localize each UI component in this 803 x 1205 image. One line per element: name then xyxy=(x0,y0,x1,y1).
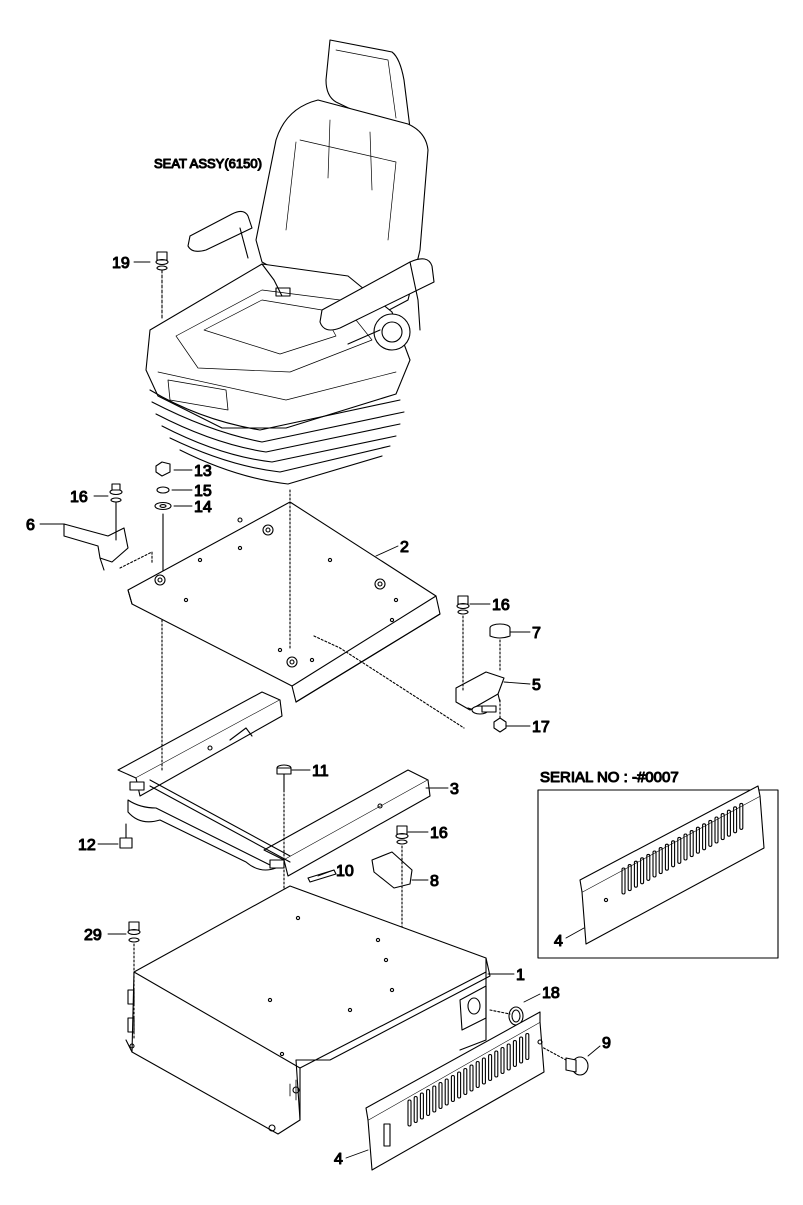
louver-slot xyxy=(457,1071,462,1099)
pin-10 xyxy=(307,869,337,883)
callout-5: 5 xyxy=(532,677,541,694)
hardware-stack xyxy=(154,461,172,581)
callout-1: 1 xyxy=(516,967,525,984)
bolt-12 xyxy=(119,823,133,849)
louver-slot xyxy=(506,1043,511,1071)
louver-slot xyxy=(407,1099,412,1127)
callout-12: 12 xyxy=(78,837,96,854)
louver-slot xyxy=(739,802,744,830)
callout-4-box: 4 xyxy=(554,933,563,950)
mount-plate-2 xyxy=(127,501,441,703)
louver-slot xyxy=(708,819,713,847)
louver-slot xyxy=(664,843,669,871)
louver-slot xyxy=(444,1078,449,1106)
louver-slot xyxy=(432,1085,437,1113)
callout-2: 2 xyxy=(400,539,409,556)
louver-slot xyxy=(633,860,638,888)
knob-9 xyxy=(539,1045,589,1076)
louver-slot xyxy=(475,1060,480,1089)
callout-14: 14 xyxy=(194,499,212,516)
callout-19: 19 xyxy=(112,255,130,272)
bolt-19 xyxy=(155,251,169,319)
diagram-title: SEAT ASSY(6150) xyxy=(154,156,262,171)
callout-4-main: 4 xyxy=(334,1151,343,1168)
louver-slot xyxy=(426,1088,431,1117)
louver-slot xyxy=(640,857,645,885)
louver-slot xyxy=(519,1036,524,1064)
louver-slot xyxy=(621,867,626,895)
louver-slot xyxy=(695,826,700,854)
louver-slot xyxy=(438,1081,443,1110)
louver-slot xyxy=(714,816,719,844)
louver-slot xyxy=(652,850,657,878)
louver-slot xyxy=(702,823,707,851)
callout-16-right: 16 xyxy=(492,597,510,614)
louver-slot xyxy=(419,1092,424,1120)
leader-lines xyxy=(39,261,601,1159)
louver-slot xyxy=(658,847,663,875)
grommet-18 xyxy=(489,1006,524,1026)
serial-number-box xyxy=(537,785,779,959)
louver-slot xyxy=(726,809,731,837)
louver-slot xyxy=(512,1039,517,1068)
bracket-6 xyxy=(63,483,153,571)
louver-slot xyxy=(646,853,651,881)
louver-slot xyxy=(494,1050,499,1078)
louver-slot xyxy=(481,1057,486,1085)
callout-8: 8 xyxy=(430,873,439,890)
callout-9: 9 xyxy=(602,1035,611,1052)
seat-assy xyxy=(145,39,435,485)
louver-slot xyxy=(500,1046,505,1075)
louver-cover-4 xyxy=(365,1011,545,1171)
louver-slot xyxy=(627,864,632,892)
callout-18: 18 xyxy=(542,985,560,1002)
louver-slot xyxy=(488,1053,493,1082)
callout-11: 11 xyxy=(312,763,329,780)
louver-slot xyxy=(720,813,725,841)
callout-10: 10 xyxy=(336,863,354,880)
louver-slot xyxy=(463,1067,468,1096)
louver-slot xyxy=(525,1032,530,1061)
louver-slot xyxy=(413,1095,418,1124)
bolt-29 xyxy=(127,921,141,1041)
louver-slot xyxy=(469,1064,474,1092)
louver-slot xyxy=(671,840,676,868)
callout-6: 6 xyxy=(26,517,35,534)
rail-3 xyxy=(117,691,431,877)
callout-3: 3 xyxy=(450,781,459,798)
callout-16-left: 16 xyxy=(70,489,88,506)
callout-29: 29 xyxy=(84,927,102,944)
base-box-1 xyxy=(125,885,491,1135)
louver-slot xyxy=(677,836,682,864)
louver-slot xyxy=(683,833,688,861)
louver-slot xyxy=(689,830,694,858)
callout-7: 7 xyxy=(532,625,541,642)
serial-box-title: SERIAL NO : -#0007 xyxy=(540,769,679,786)
callout-labels: SEAT ASSY(6150) SERIAL NO : -#0007 19 13… xyxy=(25,155,679,1168)
bracket-5 xyxy=(313,595,511,733)
louver-slot xyxy=(450,1074,455,1103)
callout-13: 13 xyxy=(194,463,212,480)
callout-15: 15 xyxy=(194,483,212,500)
louver-slot xyxy=(733,806,738,834)
callout-16-lower: 16 xyxy=(430,825,448,842)
callout-17: 17 xyxy=(532,719,550,736)
